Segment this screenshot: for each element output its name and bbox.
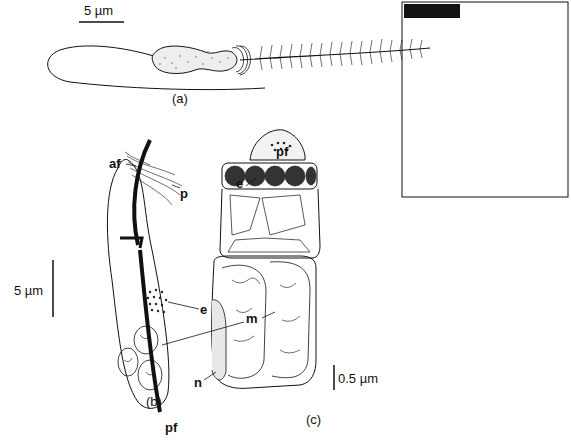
panel-letter: (c) [306, 412, 321, 427]
sperm-whole [48, 39, 430, 90]
part-label: p [180, 186, 188, 201]
part-label: pf [276, 144, 288, 159]
sperm-section [107, 140, 182, 412]
scale-bar [79, 21, 124, 23]
leader-lines [126, 164, 275, 380]
panel-letter: (a) [172, 91, 188, 106]
black-bar [404, 4, 460, 18]
scale-label: 0.5 µm [338, 371, 378, 386]
part-label: af [109, 156, 121, 171]
part-label: m [246, 311, 258, 326]
part-label: pf [165, 420, 177, 435]
scale-label: 5 µm [14, 283, 43, 298]
part-label: e [200, 302, 207, 317]
scale-label: 5 µm [84, 3, 113, 18]
part-label: e [236, 176, 243, 191]
blank-panel [402, 2, 568, 197]
scale-bar [52, 260, 54, 317]
part-label: n [194, 375, 202, 390]
panel-letter: (b) [146, 394, 162, 409]
scale-bar [333, 365, 335, 390]
sperm-head-detail [212, 130, 320, 389]
